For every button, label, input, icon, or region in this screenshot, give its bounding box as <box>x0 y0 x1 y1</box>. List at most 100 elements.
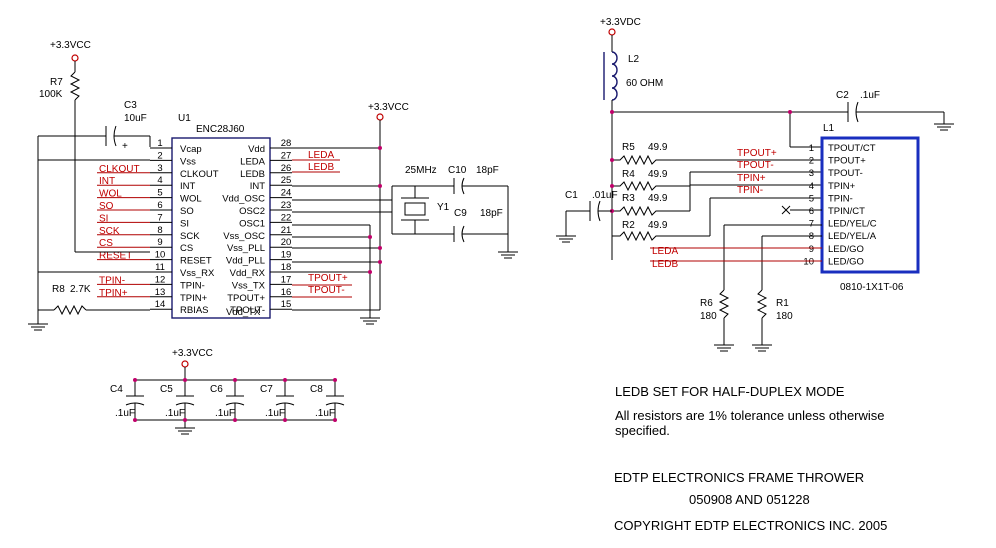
l1-pin-num: 7 <box>809 219 814 230</box>
u1-pin-num: 5 <box>157 188 162 199</box>
jack-net-label: TPIN+ <box>737 173 766 184</box>
l1-pin-name: LED/YEL/C <box>828 219 877 230</box>
jack-net-label: TPOUT- <box>737 160 774 171</box>
u1-pin-num: 9 <box>157 237 162 248</box>
l1-pin-name: LED/GO <box>828 256 864 267</box>
led-resistors: R6 180 R1 180 <box>650 224 822 352</box>
c9-value: 18pF <box>480 208 503 219</box>
u1-pin-num: 22 <box>281 212 292 223</box>
r1-value: 180 <box>776 311 793 322</box>
u1-pin-num: 10 <box>155 250 166 261</box>
u1-left-pins: 1Vcap2Vss3CLKOUT4INT5WOL6SO7SI8SCK9CS10R… <box>150 138 219 316</box>
decap-junction <box>283 378 287 382</box>
left-net-label: CLKOUT <box>99 164 140 175</box>
l1-ref: L1 <box>823 123 835 134</box>
u1-pin-num: 18 <box>281 262 292 273</box>
decap-ref: C6 <box>210 384 223 395</box>
u1-pin-name: TPIN+ <box>180 293 208 304</box>
r1-ref: R1 <box>776 298 789 309</box>
u1-pin-num: 14 <box>155 299 166 310</box>
u1-right-pins: 28Vdd27LEDA26LEDB25INT24Vdd_OSC23OSC222O… <box>222 138 292 316</box>
decap-value: .1uF <box>215 408 235 419</box>
u1-pin-vdd-tx: Vdd_TX <box>226 307 261 318</box>
decap-junction <box>283 418 287 422</box>
u1-pin-name: Vss_TX <box>232 280 266 291</box>
jack-net-label: LEDA <box>652 246 678 257</box>
r5-value: 49.9 <box>648 142 668 153</box>
c10-value: 18pF <box>476 165 499 176</box>
note-half-duplex: LEDB SET FOR HALF-DUPLEX MODE <box>615 384 845 399</box>
u1-ref: U1 <box>178 113 191 124</box>
u1-pin-name: RBIAS <box>180 305 209 316</box>
l1-pin-num: 5 <box>809 193 814 204</box>
decap-junction <box>233 378 237 382</box>
l1-pin-num: 10 <box>803 256 814 267</box>
u1-pin-num: 7 <box>157 212 162 223</box>
c1-value: .01uF <box>592 190 618 201</box>
ground-left <box>28 159 150 331</box>
u1-pin-num: 21 <box>281 225 292 236</box>
c10-ref: C10 <box>448 165 467 176</box>
u1-pin-name: Vss_OSC <box>223 231 265 242</box>
u1-pin-name: CS <box>180 243 193 254</box>
vdc-l2-terminal <box>608 28 616 36</box>
decap-junction <box>133 418 137 422</box>
u1-pin-num: 2 <box>157 150 162 161</box>
c3-value: 10uF <box>124 113 147 124</box>
r3-ref: R3 <box>622 193 635 204</box>
decap-ref: C7 <box>260 384 273 395</box>
r7-value: 100K <box>39 89 63 100</box>
u1-pin-num: 12 <box>155 274 166 285</box>
u1-pin-name: WOL <box>180 194 202 205</box>
l1-part: 0810-1X1T-06 <box>840 282 904 293</box>
u1-pin-name: Vdd <box>248 144 265 155</box>
decap-junction <box>133 378 137 382</box>
r7-ref: R7 <box>50 77 63 88</box>
note-tolerance-1: All resistors are 1% tolerance unless ot… <box>615 408 885 423</box>
r8-ref: R8 <box>52 284 65 295</box>
u1-pin-name: Vdd_PLL <box>226 256 265 267</box>
left-tp-net-label: TPIN+ <box>99 288 128 299</box>
l1-pin-num: 6 <box>809 206 814 217</box>
c1-capacitor: C1 .01uF <box>556 190 618 243</box>
l1-pin-name: TPOUT/CT <box>828 143 876 154</box>
u1-pin-num: 23 <box>281 200 292 211</box>
decap-value: .1uF <box>315 408 335 419</box>
c9-ref: C9 <box>454 208 467 219</box>
vcc-caps-terminal <box>181 360 189 368</box>
left-net-label: SI <box>99 213 108 224</box>
u1-pin-name: INT <box>180 181 196 192</box>
l1-pin-num: 3 <box>809 168 814 179</box>
left-tp-net-label: TPIN- <box>99 275 125 286</box>
l1-pin-name: TPIN/CT <box>828 206 865 217</box>
c2-value: .1uF <box>860 90 880 101</box>
l1-pin-num: 4 <box>809 181 814 192</box>
vcc-caps-label: +3.3VCC <box>172 348 213 359</box>
u1-ic: U1 ENC28J60 1Vcap2Vss3CLKOUT4INT5WOL6SO7… <box>150 113 292 319</box>
note-tolerance-2: specified. <box>615 423 670 438</box>
net-leda: LEDA <box>308 150 334 161</box>
u1-pin-name: LEDA <box>240 156 265 167</box>
left-net-label: RESET <box>99 251 132 262</box>
u1-pin-num: 1 <box>157 138 162 149</box>
c2-capacitor: C2 .1uF <box>612 90 954 148</box>
termination-resistors: R5 49.9 R4 49.9 R3 49.9 R2 49.9 <box>610 110 822 242</box>
u1-pin-name: INT <box>250 181 266 192</box>
l1-body <box>820 136 920 274</box>
crystal-oscillator: 25MHz C10 18pF Y1 C9 18pF <box>292 165 518 259</box>
r6-ref: R6 <box>700 298 713 309</box>
net-ledb: LEDB <box>308 162 334 173</box>
l1-pin-num: 1 <box>809 143 814 154</box>
u1-pin-num: 6 <box>157 200 162 211</box>
u1-pin-name: OSC1 <box>239 218 265 229</box>
u1-pin-name: Vdd_OSC <box>222 194 265 205</box>
l1-pin-name: LED/GO <box>828 244 864 255</box>
c3-ref: C3 <box>124 100 137 111</box>
u1-pin-num: 19 <box>281 250 292 261</box>
u1-pin-num: 16 <box>281 287 292 298</box>
u1-pin-name: TPOUT- <box>230 305 265 316</box>
